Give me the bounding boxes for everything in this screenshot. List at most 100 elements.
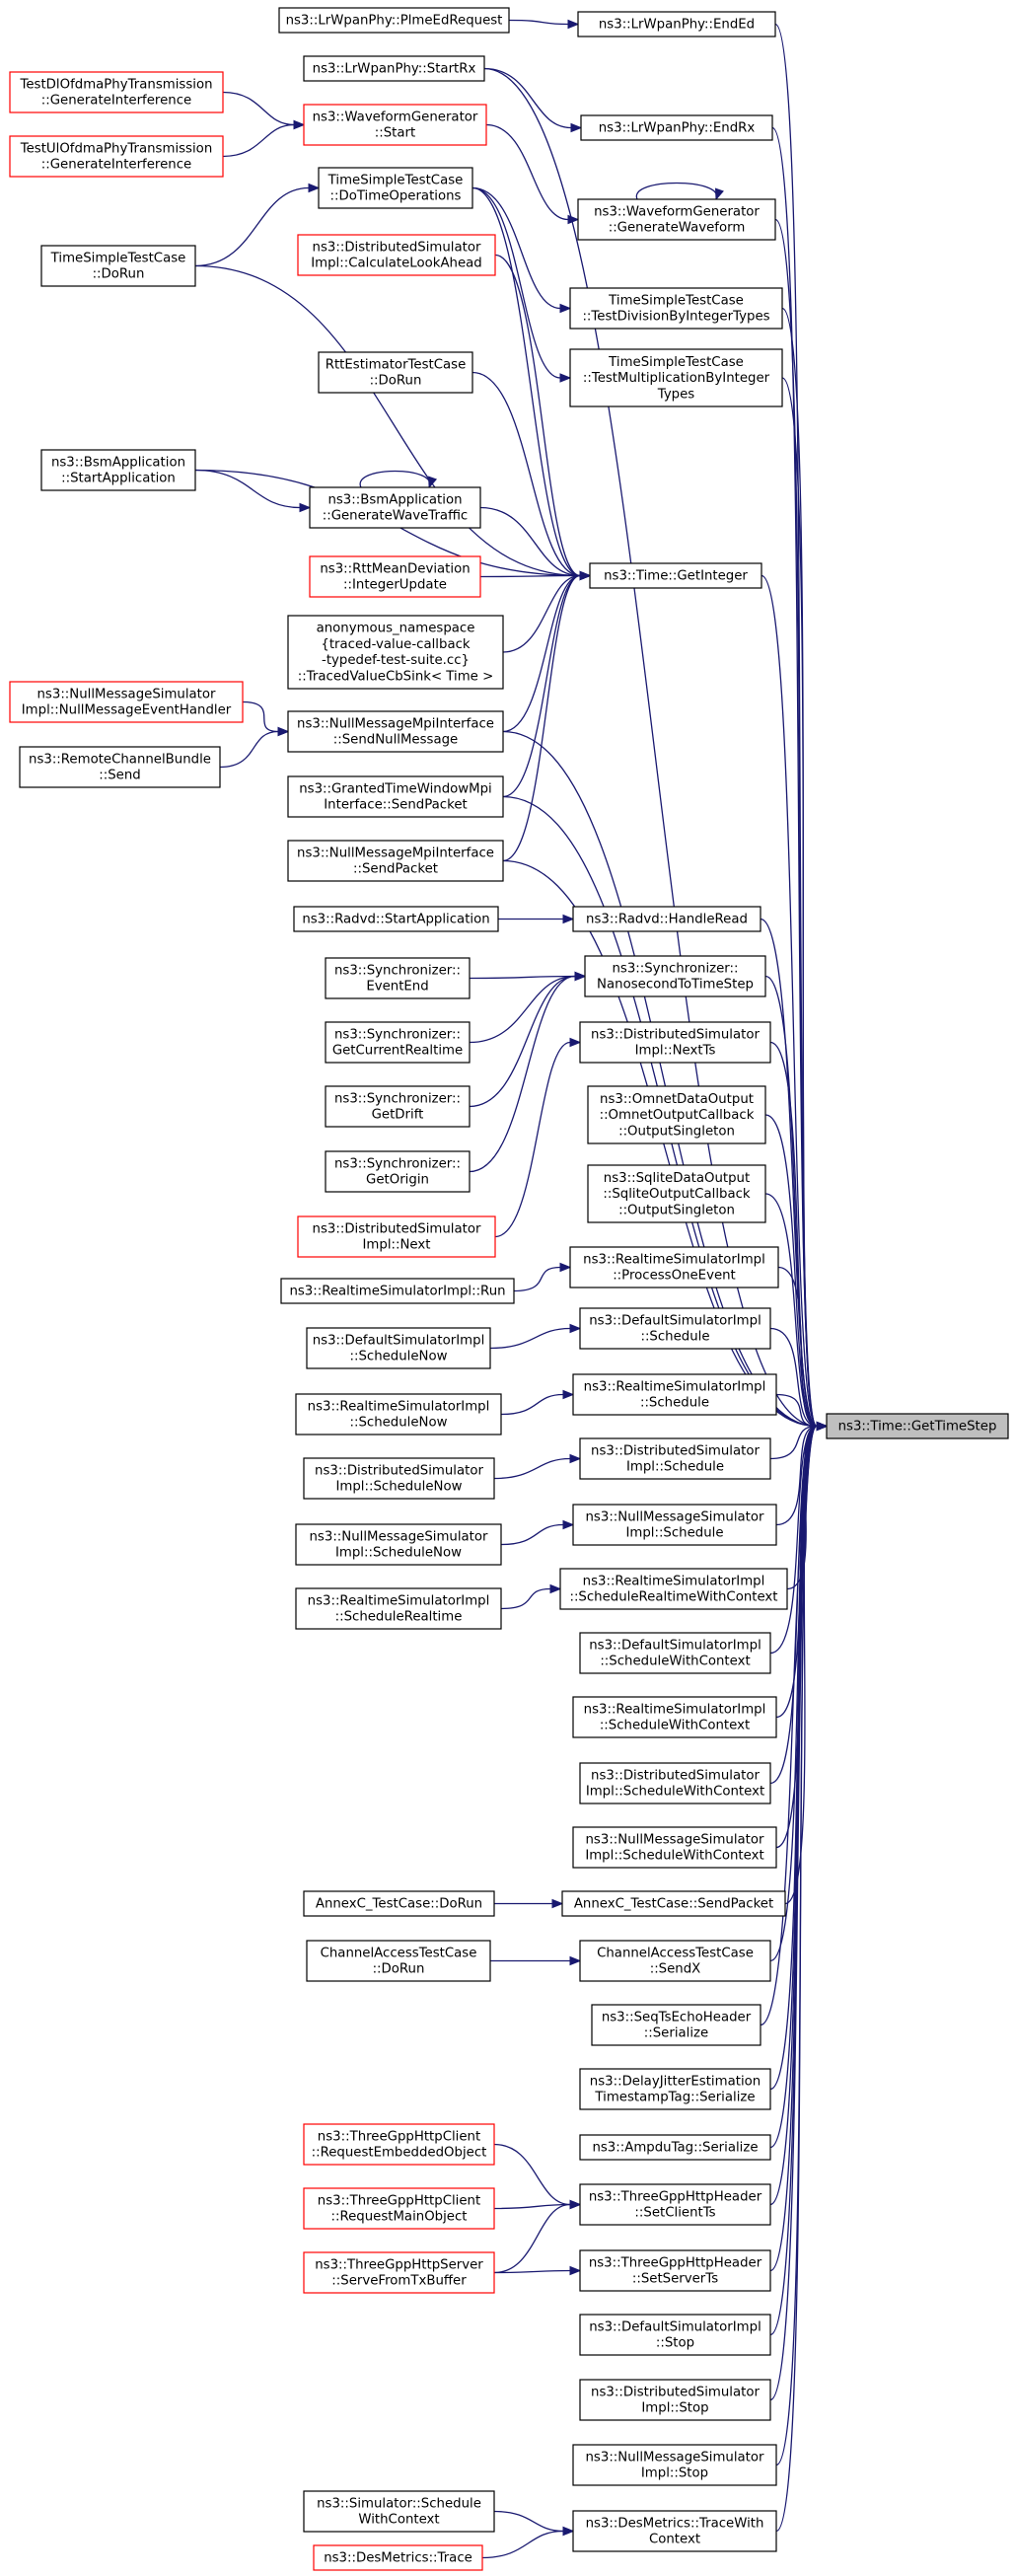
node-defschednow[interactable]: ns3::DefaultSimulatorImpl::ScheduleNow [306,1327,491,1369]
node-sqlite[interactable]: ns3::SqliteDataOutput::SqliteOutputCallb… [587,1164,766,1223]
node-tstdiv[interactable]: TimeSimpleTestCase::TestDivisionByIntege… [569,287,783,330]
node-rtschedctx[interactable]: ns3::RealtimeSimulatorImpl::ScheduleWith… [572,1696,777,1738]
node-box[interactable] [297,234,496,276]
node-httpmain[interactable]: ns3::ThreeGppHttpClient::RequestMainObje… [303,2187,495,2230]
node-gtwsend[interactable]: ns3::GrantedTimeWindowMpiInterface::Send… [287,775,504,818]
node-box[interactable] [561,1890,786,1917]
node-dsischedctx[interactable]: ns3::DistributedSimulatorImpl::ScheduleW… [579,1762,771,1804]
node-tstdotime[interactable]: TimeSimpleTestCase::DoTimeOperations [318,167,473,209]
node-box[interactable] [287,840,504,882]
node-box[interactable] [325,1150,471,1193]
node-box[interactable] [318,167,473,209]
node-box[interactable] [9,135,224,178]
node-ended[interactable]: ns3::LrWpanPhy::EndEd [577,11,776,37]
node-box[interactable] [309,486,481,529]
node-httpserve[interactable]: ns3::ThreeGppHttpServer::ServeFromTxBuff… [303,2251,495,2294]
node-catsendx[interactable]: ChannelAccessTestCase::SendX [579,1940,771,1982]
node-box[interactable] [572,1504,777,1546]
node-dsicalc[interactable]: ns3::DistributedSimulatorImpl::Calculate… [297,234,496,276]
node-box[interactable] [826,1413,1009,1439]
node-httpserverts[interactable]: ns3::ThreeGppHttpHeader::SetServerTs [579,2249,771,2292]
node-box[interactable] [580,114,773,141]
node-box[interactable] [579,2068,771,2110]
node-seqts[interactable]: ns3::SeqTsEchoHeader::Serialize [591,2004,761,2046]
node-box[interactable] [287,775,504,818]
node-rttmean[interactable]: ns3::RttMeanDeviation::IntegerUpdate [309,555,481,598]
node-nmpisendnull[interactable]: ns3::NullMessageMpiInterface::SendNullMe… [287,710,504,753]
node-box[interactable] [278,7,510,34]
node-box[interactable] [572,1696,777,1738]
node-box[interactable] [9,681,244,723]
node-box[interactable] [579,1762,771,1804]
node-rtschednow[interactable]: ns3::RealtimeSimulatorImpl::ScheduleNow [295,1393,502,1435]
node-gettimestep[interactable]: ns3::Time::GetTimeStep [826,1413,1009,1439]
node-box[interactable] [577,198,776,241]
node-dsischednow[interactable]: ns3::DistributedSimulatorImpl::ScheduleN… [303,1457,495,1500]
node-ampdu[interactable]: ns3::AmpduTag::Serialize [579,2134,771,2161]
node-box[interactable] [306,1327,491,1369]
node-bsmstart[interactable]: ns3::BsmApplication::StartApplication [40,449,196,491]
node-box[interactable] [572,2444,777,2486]
node-annexsend[interactable]: AnnexC_TestCase::SendPacket [561,1890,786,1917]
node-rtschedrt[interactable]: ns3::RealtimeSimulatorImpl::ScheduleReal… [295,1587,502,1630]
node-box[interactable] [579,1307,771,1350]
node-nmsschedctx[interactable]: ns3::NullMessageSimulatorImpl::ScheduleW… [572,1826,777,1869]
node-box[interactable] [40,245,196,287]
node-box[interactable] [579,1940,771,1982]
node-tstmul[interactable]: TimeSimpleTestCase::TestMultiplicationBy… [569,348,783,407]
node-box[interactable] [293,906,499,932]
node-defstop[interactable]: ns3::DefaultSimulatorImpl::Stop [579,2314,771,2356]
node-rtsched[interactable]: ns3::RealtimeSimulatorImpl::Schedule [572,1373,777,1416]
node-httpembed[interactable]: ns3::ThreeGppHttpClient::RequestEmbedded… [303,2123,495,2166]
node-box[interactable] [579,2379,771,2421]
node-anon[interactable]: anonymous_namespace{traced-value-callbac… [287,615,504,690]
node-tstdorun[interactable]: TimeSimpleTestCase::DoRun [40,245,196,287]
node-box[interactable] [303,2187,495,2230]
node-box[interactable] [325,1021,471,1064]
node-box[interactable] [303,104,487,146]
node-box[interactable] [559,1568,788,1610]
node-radvdread[interactable]: ns3::Radvd::HandleRead [572,906,761,932]
node-box[interactable] [579,1021,771,1064]
node-box[interactable] [579,1437,771,1480]
node-defsched[interactable]: ns3::DefaultSimulatorImpl::Schedule [579,1307,771,1350]
node-radvdstart[interactable]: ns3::Radvd::StartApplication [293,906,499,932]
node-box[interactable] [295,1587,502,1630]
node-box[interactable] [572,1826,777,1869]
node-rtschedrtctx[interactable]: ns3::RealtimeSimulatorImpl::ScheduleReal… [559,1568,788,1610]
node-rtrun[interactable]: ns3::RealtimeSimulatorImpl::Run [280,1278,515,1304]
node-endrx[interactable]: ns3::LrWpanPhy::EndRx [580,114,773,141]
node-wgstart[interactable]: ns3::WaveformGenerator::Start [303,104,487,146]
node-box[interactable] [297,1215,496,1258]
node-box[interactable] [572,2510,777,2552]
node-box[interactable] [303,2123,495,2166]
node-box[interactable] [591,2004,761,2046]
node-box[interactable] [295,1523,502,1566]
node-syncdrift[interactable]: ns3::Synchronizer::GetDrift [325,1085,471,1128]
node-rtproc[interactable]: ns3::RealtimeSimulatorImpl::ProcessOneEv… [569,1246,779,1288]
node-box[interactable] [318,351,473,394]
node-box[interactable] [303,55,485,82]
node-box[interactable] [587,1164,766,1223]
node-box[interactable] [569,348,783,407]
node-delayjit[interactable]: ns3::DelayJitterEstimationTimestampTag::… [579,2068,771,2110]
node-box[interactable] [579,2249,771,2292]
node-annexdorun[interactable]: AnnexC_TestCase::DoRun [303,1890,495,1917]
node-plme[interactable]: ns3::LrWpanPhy::PlmeEdRequest [278,7,510,34]
node-box[interactable] [303,1457,495,1500]
node-getint[interactable]: ns3::Time::GetInteger [589,562,762,589]
node-box[interactable] [325,1085,471,1128]
node-rcbsend[interactable]: ns3::RemoteChannelBundle::Send [19,746,221,788]
node-box[interactable] [572,1373,777,1416]
node-box[interactable] [303,2251,495,2294]
node-startrx[interactable]: ns3::LrWpanPhy::StartRx [303,55,485,82]
node-box[interactable] [280,1278,515,1304]
node-box[interactable] [40,449,196,491]
node-nmsschednow[interactable]: ns3::NullMessageSimulatorImpl::ScheduleN… [295,1523,502,1566]
node-dlofdma[interactable]: TestDlOfdmaPhyTransmission::GenerateInte… [9,71,224,113]
node-box[interactable] [589,562,762,589]
